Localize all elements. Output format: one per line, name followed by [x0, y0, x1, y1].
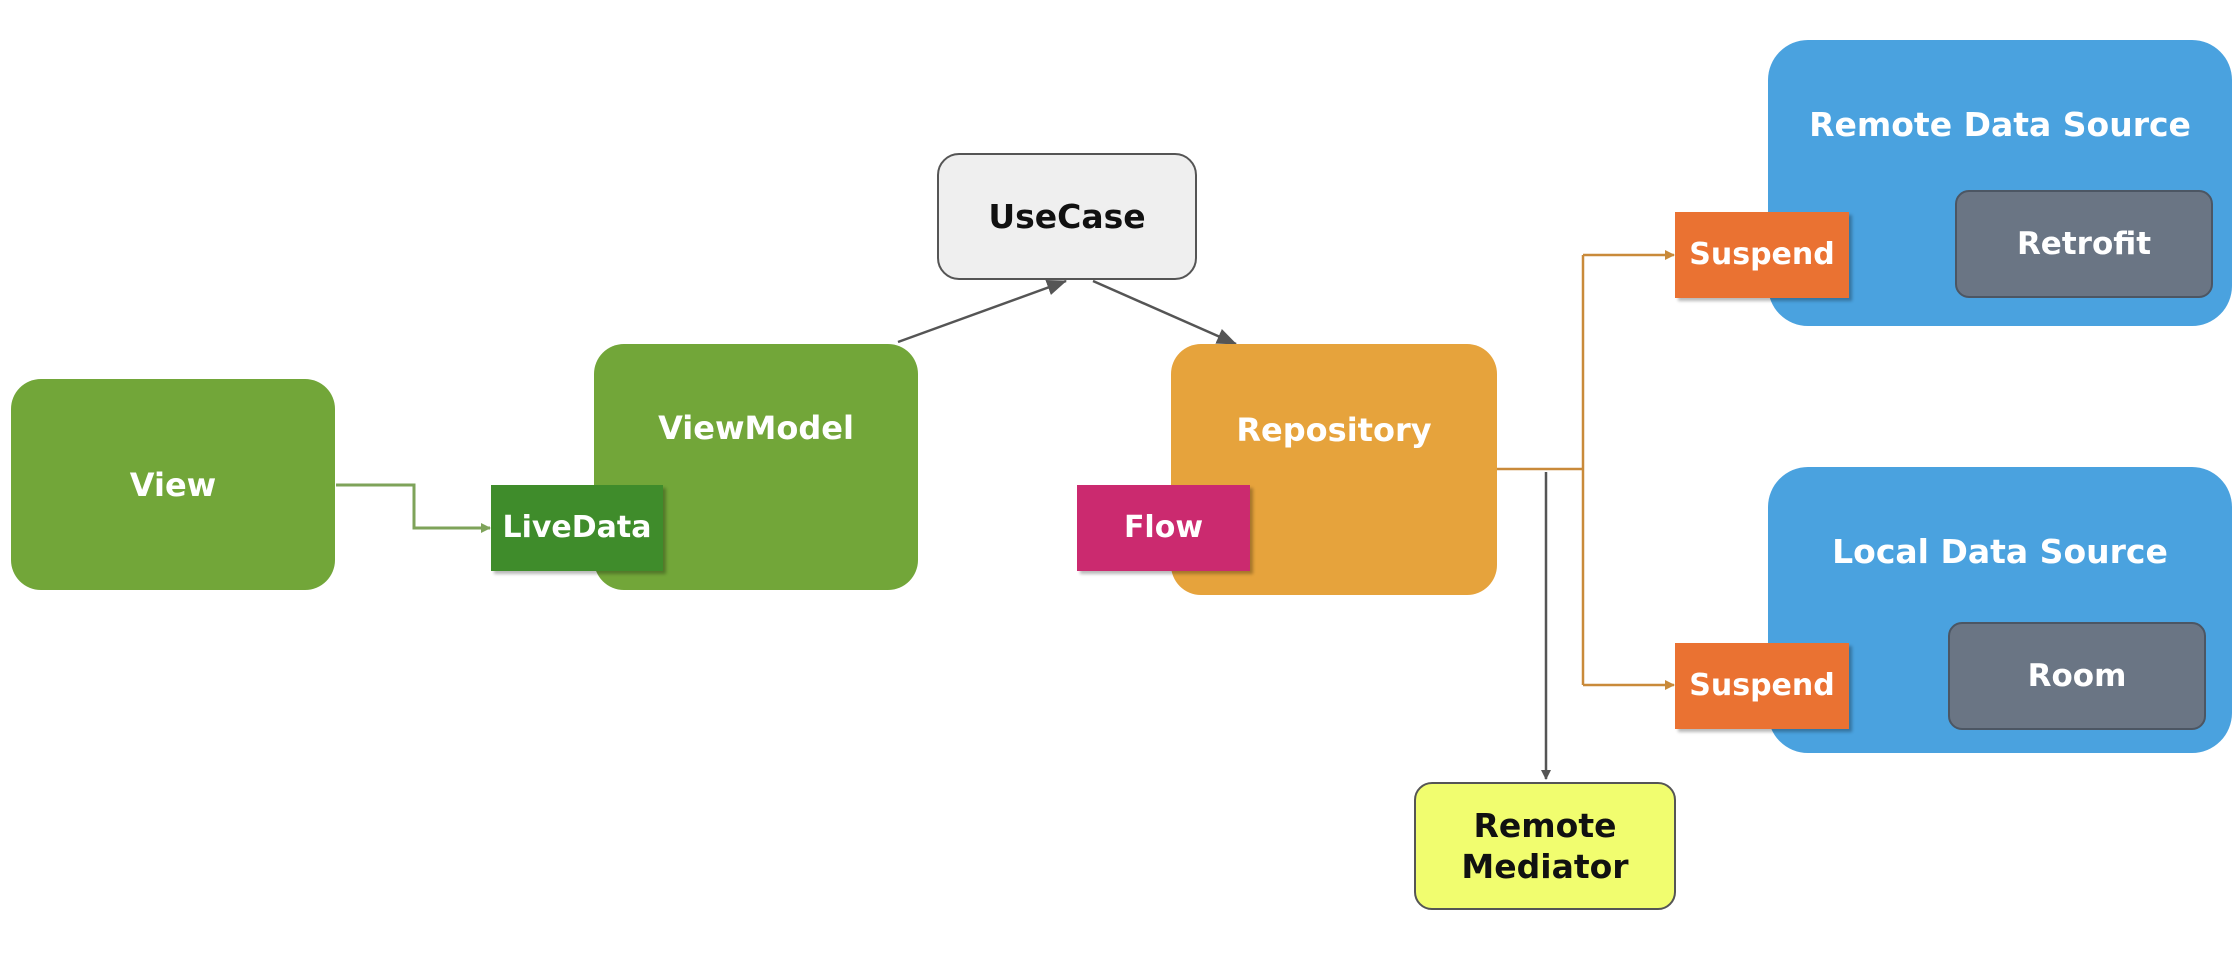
usecase-label: UseCase — [988, 196, 1146, 236]
room-box: Room — [1948, 622, 2206, 730]
retrofit-box: Retrofit — [1955, 190, 2213, 298]
local-data-source-title: Local Data Source — [1832, 532, 2168, 571]
remote-suspend-label: Suspend — [1689, 237, 1835, 273]
retrofit-label: Retrofit — [2016, 225, 2152, 262]
remote-mediator-label: Remote Mediator — [1461, 805, 1629, 886]
local-suspend-label: Suspend — [1689, 668, 1835, 704]
remote-mediator-box: Remote Mediator — [1414, 782, 1676, 910]
remote-data-source-title: Remote Data Source — [1809, 105, 2191, 144]
remote-suspend-tag: Suspend — [1675, 212, 1849, 298]
room-label: Room — [2027, 657, 2127, 694]
view-to-livedata-arrow — [336, 483, 491, 533]
viewmodel-label: ViewModel — [658, 409, 854, 447]
usecase-to-repository-arrow — [1092, 279, 1237, 346]
view-label: View — [129, 465, 217, 504]
usecase-box: UseCase — [937, 153, 1197, 280]
livedata-tag: LiveData — [491, 485, 663, 571]
local-suspend-tag: Suspend — [1675, 643, 1849, 729]
view-box: View — [11, 379, 335, 590]
repository-label: Repository — [1236, 411, 1432, 449]
flow-label: Flow — [1123, 510, 1204, 546]
livedata-label: LiveData — [502, 510, 652, 546]
viewmodel-to-usecase-arrow — [897, 279, 1067, 344]
flow-tag: Flow — [1077, 485, 1250, 571]
